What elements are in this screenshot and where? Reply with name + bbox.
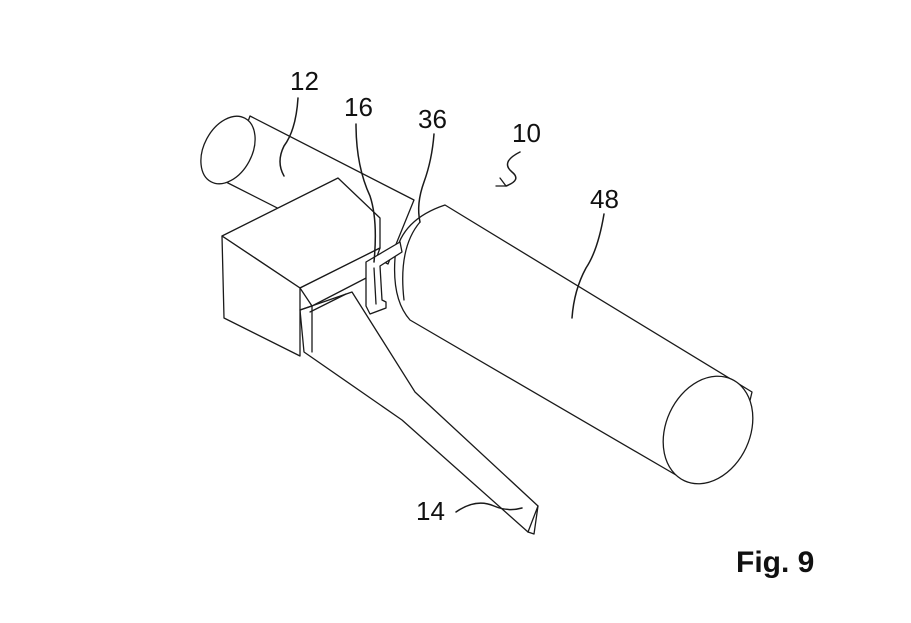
leader-12 — [279, 97, 299, 177]
main-cylinder — [393, 204, 754, 485]
label-48: 48 — [590, 184, 619, 214]
leader-48 — [571, 213, 605, 319]
leader-lines — [279, 97, 605, 513]
leader-36 — [417, 133, 435, 223]
clip — [365, 241, 403, 315]
label-36: 36 — [418, 104, 447, 134]
label-12: 12 — [290, 66, 319, 96]
housing-block — [221, 177, 381, 357]
label-10: 10 — [512, 118, 541, 148]
system-arrow — [495, 151, 521, 187]
leader-14 — [455, 502, 523, 513]
lever-arm — [299, 291, 539, 535]
figure-caption: Fig. 9 — [736, 546, 814, 579]
label-16: 16 — [344, 92, 373, 122]
leader-16 — [355, 123, 377, 263]
label-14: 14 — [416, 496, 445, 526]
